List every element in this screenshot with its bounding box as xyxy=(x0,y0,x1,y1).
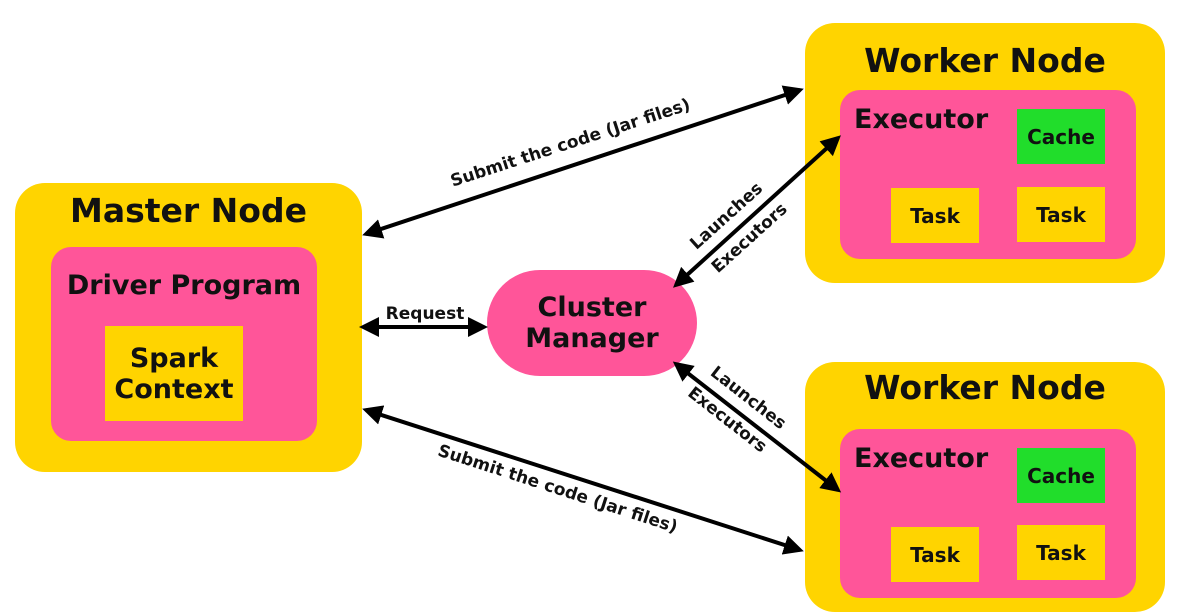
driver-program-label: Driver Program xyxy=(66,270,302,301)
spark-context-line1: Spark xyxy=(129,342,219,374)
worker-node-top: Worker Node Executor Cache Task Task xyxy=(805,23,1165,283)
submit-label-bottom: Submit the code (Jar files) xyxy=(435,441,680,538)
cluster-manager: Cluster Manager xyxy=(487,270,697,376)
worker-node-top-title: Worker Node xyxy=(864,41,1106,80)
launch-arrow-bottom xyxy=(672,361,842,493)
request-label: Request xyxy=(386,304,465,324)
cache-bottom: Cache xyxy=(1017,448,1105,503)
task-bottom-1: Task xyxy=(891,527,979,582)
executor-bottom: Executor Cache Task Task xyxy=(840,429,1136,598)
task-top-2: Task xyxy=(1017,187,1105,242)
executor-bottom-label: Executor xyxy=(854,443,989,474)
spark-context: Spark Context xyxy=(105,326,243,421)
cluster-manager-line2: Manager xyxy=(525,323,659,354)
launch-arrow-top xyxy=(673,135,841,288)
driver-program: Driver Program Spark Context xyxy=(51,247,317,441)
executor-top-label: Executor xyxy=(854,104,989,135)
master-node-title: Master Node xyxy=(70,191,307,230)
submit-arrow-bottom xyxy=(362,405,804,555)
worker-node-bottom: Worker Node Executor Cache Task Task xyxy=(805,362,1165,612)
task-bottom-2: Task xyxy=(1017,525,1105,580)
spark-context-line2: Context xyxy=(114,373,234,405)
task-top-1: Task xyxy=(891,188,979,243)
cluster-manager-line1: Cluster xyxy=(537,292,647,323)
executor-top: Executor Cache Task Task xyxy=(840,90,1136,259)
submit-label-top: Submit the code (Jar files) xyxy=(448,95,693,192)
cache-top: Cache xyxy=(1017,109,1105,164)
master-node: Master Node Driver Program Spark Context xyxy=(15,183,362,472)
submit-arrow-top xyxy=(362,85,804,239)
worker-node-bottom-title: Worker Node xyxy=(864,368,1106,407)
